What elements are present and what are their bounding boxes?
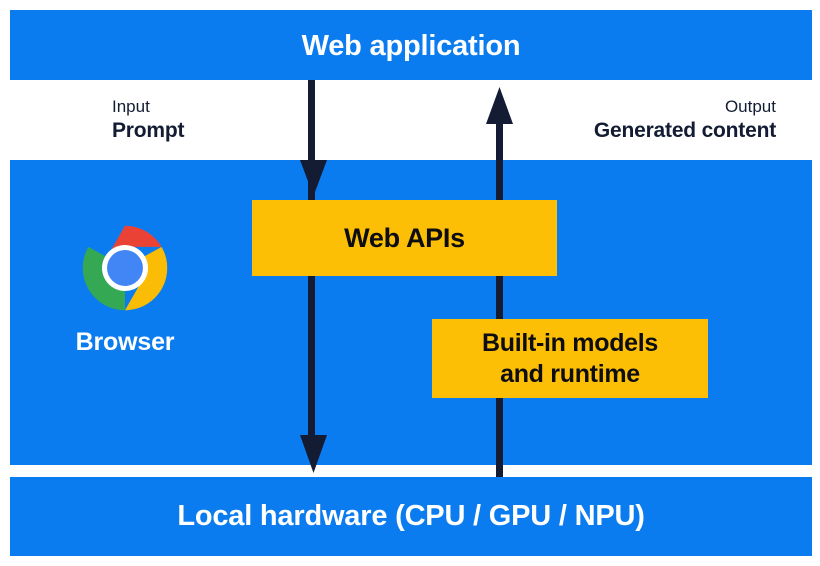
band-web-application-title: Web application: [301, 30, 521, 62]
box-web-apis-label: Web APIs: [344, 222, 465, 253]
band-local-hardware: Local hardware (CPU / GPU / NPU): [10, 477, 812, 556]
box-web-apis: Web APIs: [252, 200, 557, 276]
browser-node: Browser: [55, 222, 195, 357]
box-built-in-models-line-1: Built-in models: [481, 329, 659, 357]
box-built-in-models-label: Built-in models and runtime: [482, 328, 658, 389]
output-label-group: Output Generated content: [594, 97, 776, 143]
box-built-in-models-line-2: and runtime: [500, 359, 640, 388]
browser-label: Browser: [75, 328, 175, 356]
band-web-application: Web application: [10, 10, 812, 80]
input-value-label: Prompt: [112, 118, 185, 142]
output-kind-label: Output: [724, 97, 776, 116]
band-local-hardware-title: Local hardware (CPU / GPU / NPU): [177, 500, 645, 532]
box-built-in-models: Built-in models and runtime: [432, 319, 708, 398]
input-kind-label: Input: [112, 97, 150, 116]
output-value-label: Generated content: [593, 118, 776, 142]
input-label-group: Input Prompt: [112, 97, 185, 143]
chrome-logo-icon: [82, 225, 168, 311]
